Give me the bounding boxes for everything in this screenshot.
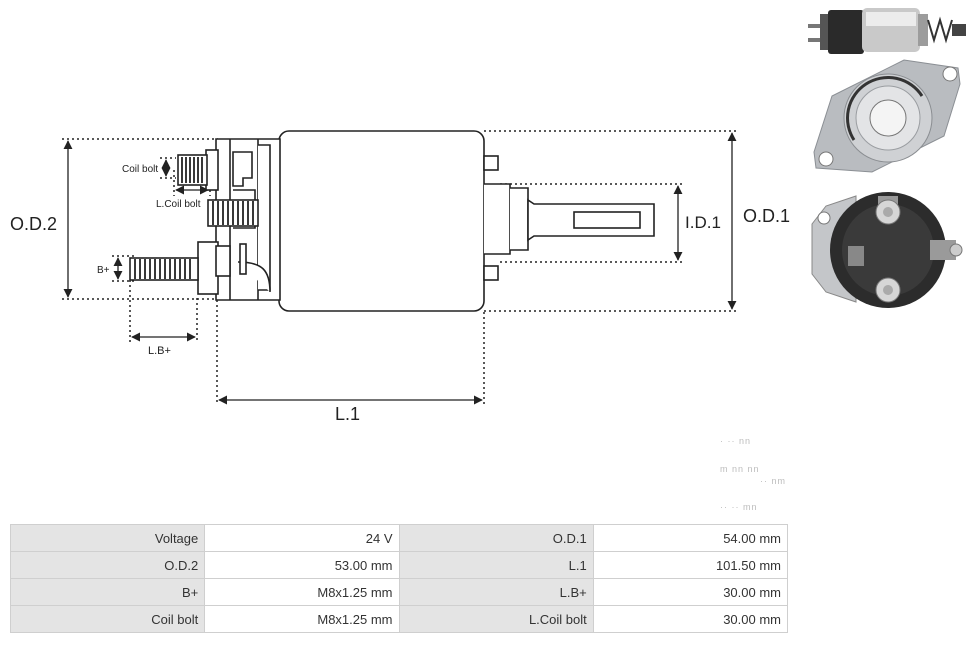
spec-label: L.Coil bolt — [398, 605, 594, 633]
bplus-label: B+ — [97, 265, 110, 276]
spec-value: 30.00 mm — [592, 578, 789, 606]
od1-label: O.D.1 — [743, 206, 790, 226]
table-row: B+ M8x1.25 mm L.B+ 30.00 mm — [9, 578, 789, 606]
spec-label: L.1 — [398, 551, 594, 579]
solenoid-technical-drawing: O.D.2 O.D.1 I.D.1 L.1 Coil bolt L.Coil b… — [10, 130, 790, 424]
table-row: O.D.2 53.00 mm L.1 101.50 mm — [9, 551, 789, 579]
solenoid-outline — [129, 130, 655, 312]
extension-lines — [62, 130, 738, 404]
spec-value: 30.00 mm — [592, 605, 789, 633]
spec-label: O.D.2 — [9, 551, 206, 579]
faint-text-3: ·· nm — [760, 476, 786, 486]
spec-value: 54.00 mm — [592, 524, 789, 552]
spec-label: B+ — [9, 578, 206, 606]
table-row: Coil bolt M8x1.25 mm L.Coil bolt 30.00 m… — [9, 605, 789, 633]
spec-label: Coil bolt — [9, 605, 206, 633]
faint-text-4: ·· ·· mn — [720, 502, 758, 512]
l-coil-bolt-label: L.Coil bolt — [156, 199, 201, 210]
faint-text-2: m nn nn — [720, 464, 760, 474]
spec-value: M8x1.25 mm — [204, 578, 400, 606]
solenoid-side-photo — [808, 8, 966, 54]
thread-hatching — [134, 157, 254, 279]
spec-label: O.D.1 — [398, 524, 594, 552]
id1-label: I.D.1 — [685, 213, 721, 232]
l1-label: L.1 — [335, 404, 360, 424]
spec-value: 53.00 mm — [204, 551, 400, 579]
solenoid-main-body — [278, 130, 485, 312]
spec-value: 24 V — [204, 524, 400, 552]
l-bplus-label: L.B+ — [148, 345, 171, 357]
solenoid-back-photo — [811, 192, 963, 308]
spec-label: Voltage — [9, 524, 206, 552]
od2-label: O.D.2 — [10, 214, 57, 234]
spec-label: L.B+ — [398, 578, 594, 606]
solenoid-front-photo — [813, 59, 961, 173]
table-row: Voltage 24 V O.D.1 54.00 mm — [9, 524, 789, 552]
coil-bolt-label: Coil bolt — [122, 164, 158, 175]
spec-value: 101.50 mm — [592, 551, 789, 579]
faint-text-1: · ·· nn — [720, 436, 752, 446]
spec-value: M8x1.25 mm — [204, 605, 400, 633]
specifications-table: Voltage 24 V O.D.1 54.00 mm O.D.2 53.00 … — [9, 524, 789, 633]
